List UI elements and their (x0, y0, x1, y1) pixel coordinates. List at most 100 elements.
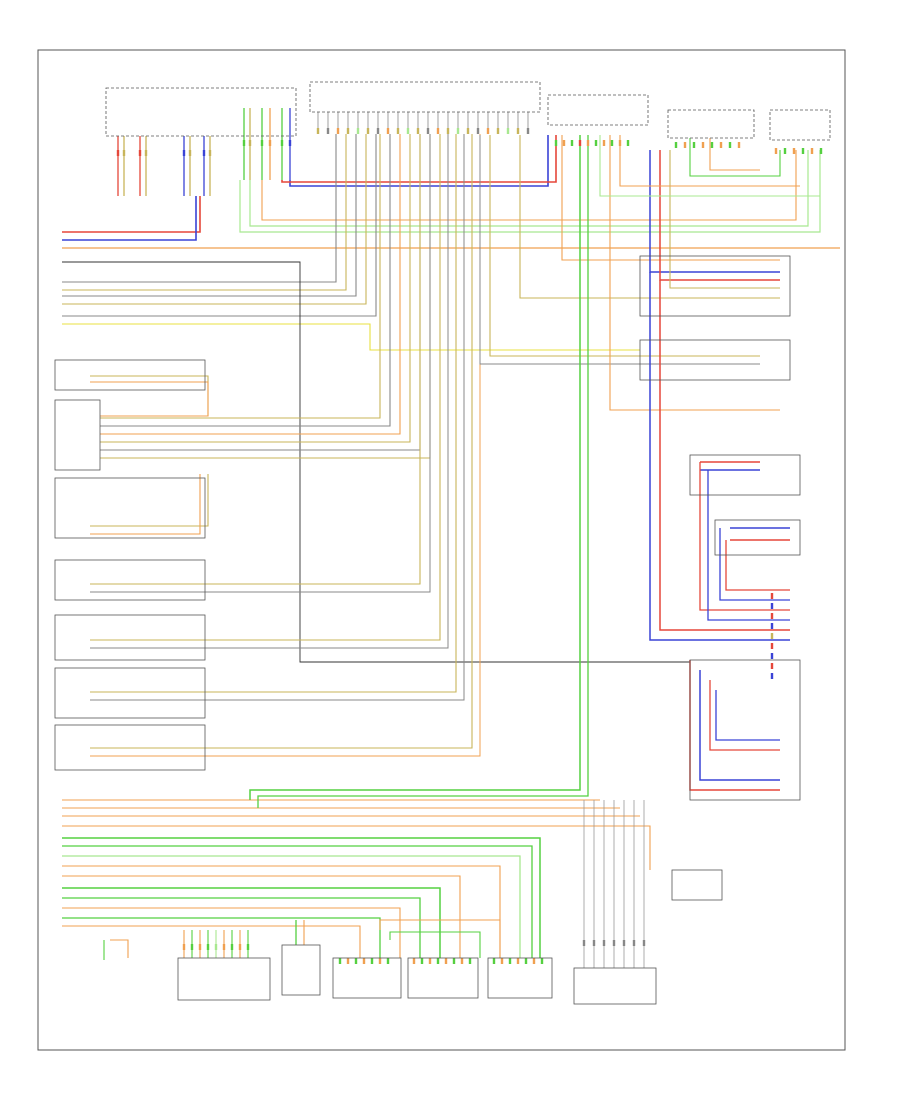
sam-pin-19 (506, 128, 510, 134)
left-sensor-7 (54, 724, 206, 771)
drop-marker-6 (202, 150, 206, 156)
bottom-green-1 (62, 837, 541, 958)
olive-run-3 (62, 134, 367, 305)
sam-pin-5 (366, 128, 370, 134)
wires-layer (62, 108, 840, 968)
rm4-red-down (725, 540, 790, 591)
right-red-loop (659, 280, 790, 631)
rm5-blue (699, 670, 780, 781)
right-module-5 (689, 659, 801, 801)
sensor2-wire-1 (100, 134, 391, 427)
bottom-orange-8 (62, 925, 361, 958)
yellow-run (62, 323, 640, 351)
rm-pin-8 (770, 673, 774, 679)
bc5-pin-5 (532, 958, 536, 964)
drop-marker-4 (182, 150, 186, 156)
bc3-pin-4 (370, 958, 374, 964)
left-sensor-1 (54, 359, 206, 391)
sensor2-wire-2 (100, 134, 401, 435)
rfs-pin-2 (570, 140, 574, 146)
rm-pin-1 (770, 603, 774, 609)
right-sam-assy (667, 109, 755, 139)
sensor6-b (90, 134, 465, 701)
bc5-pin-4 (524, 958, 528, 964)
sam-pin-15 (466, 128, 470, 134)
bc3-pin-3 (362, 958, 366, 964)
right-olive-2 (519, 135, 780, 299)
conn-marker-2 (260, 140, 264, 146)
bc4-pin-1 (420, 958, 424, 964)
black-run (62, 261, 690, 663)
right-gray-3 (479, 135, 760, 365)
sensor5-a (90, 134, 441, 641)
rf-green-1 (599, 135, 820, 197)
sensor5-b (90, 134, 449, 649)
bc6-pin-1 (592, 940, 596, 946)
rrm-pin-0 (774, 148, 778, 154)
rsa-green (689, 138, 781, 177)
rsa-orange (709, 138, 760, 171)
bc-loop-b (389, 931, 481, 958)
right-orange-4 (609, 135, 780, 411)
rm-pin-3 (770, 623, 774, 629)
bottom-green-3 (62, 855, 521, 958)
left-sensor-6 (54, 667, 206, 719)
sam-pin-13 (446, 128, 450, 134)
bc3-pin-6 (386, 958, 390, 964)
rm3-blue-down (707, 470, 790, 621)
olive-run-1 (62, 134, 347, 291)
drop-marker-3 (144, 150, 148, 156)
bc6-pin-3 (612, 940, 616, 946)
blue-harness-top (62, 196, 197, 241)
left-side-sam (309, 81, 541, 113)
bottom-conn-5 (487, 957, 553, 999)
bc3-pin-1 (346, 958, 350, 964)
left-sensor-3 (54, 477, 206, 539)
rfs-pin-1 (562, 140, 566, 146)
bc6-pin-2 (602, 940, 606, 946)
bottom-conn-7 (671, 869, 723, 901)
green-bus-b (249, 150, 809, 227)
sam-pin-11 (426, 128, 430, 134)
sam-pin-7 (386, 128, 390, 134)
left-sensor-5 (54, 614, 206, 661)
bottom-green-4 (62, 887, 441, 958)
sam-pin-18 (496, 128, 500, 134)
sensor6-a (90, 134, 457, 693)
rfs-pin-0 (554, 140, 558, 146)
red-harness-top (62, 196, 201, 233)
bc3-pin-5 (378, 958, 382, 964)
rsa-pin-3 (701, 142, 705, 148)
olive-run-4 (62, 134, 377, 317)
sam-pin-1 (326, 128, 330, 134)
right-module-4 (714, 519, 801, 556)
right-olive-1 (669, 150, 780, 289)
bc5-pin-2 (508, 958, 512, 964)
rfs-pin-4 (586, 140, 590, 146)
diagram-frame (37, 49, 846, 1051)
red-harness-main (281, 135, 557, 183)
bc4-pin-3 (436, 958, 440, 964)
rsa-pin-6 (728, 142, 732, 148)
sensor3-a (90, 474, 209, 527)
sensor4-a (90, 134, 421, 585)
rm-pin-5 (770, 643, 774, 649)
sam-pin-3 (346, 128, 350, 134)
bc1-pin-6 (230, 944, 234, 950)
right-blue-loop (649, 272, 790, 641)
bc5-pin-0 (492, 958, 496, 964)
rrm-pin-3 (801, 148, 805, 154)
sam-pin-16 (476, 128, 480, 134)
conn-marker-1 (248, 140, 252, 146)
sensor7-b (90, 134, 481, 757)
rm-pin-7 (770, 663, 774, 669)
bottom-conn-2 (281, 944, 321, 996)
bc5-pin-1 (500, 958, 504, 964)
sam-pin-4 (356, 128, 360, 134)
left-sensor-2 (54, 399, 101, 471)
drop-marker-5 (188, 150, 192, 156)
sensor2-wire-0 (100, 134, 381, 419)
left-sensor-4 (54, 559, 206, 601)
bc-loop-a (379, 919, 501, 958)
conn-marker-3 (268, 140, 272, 146)
